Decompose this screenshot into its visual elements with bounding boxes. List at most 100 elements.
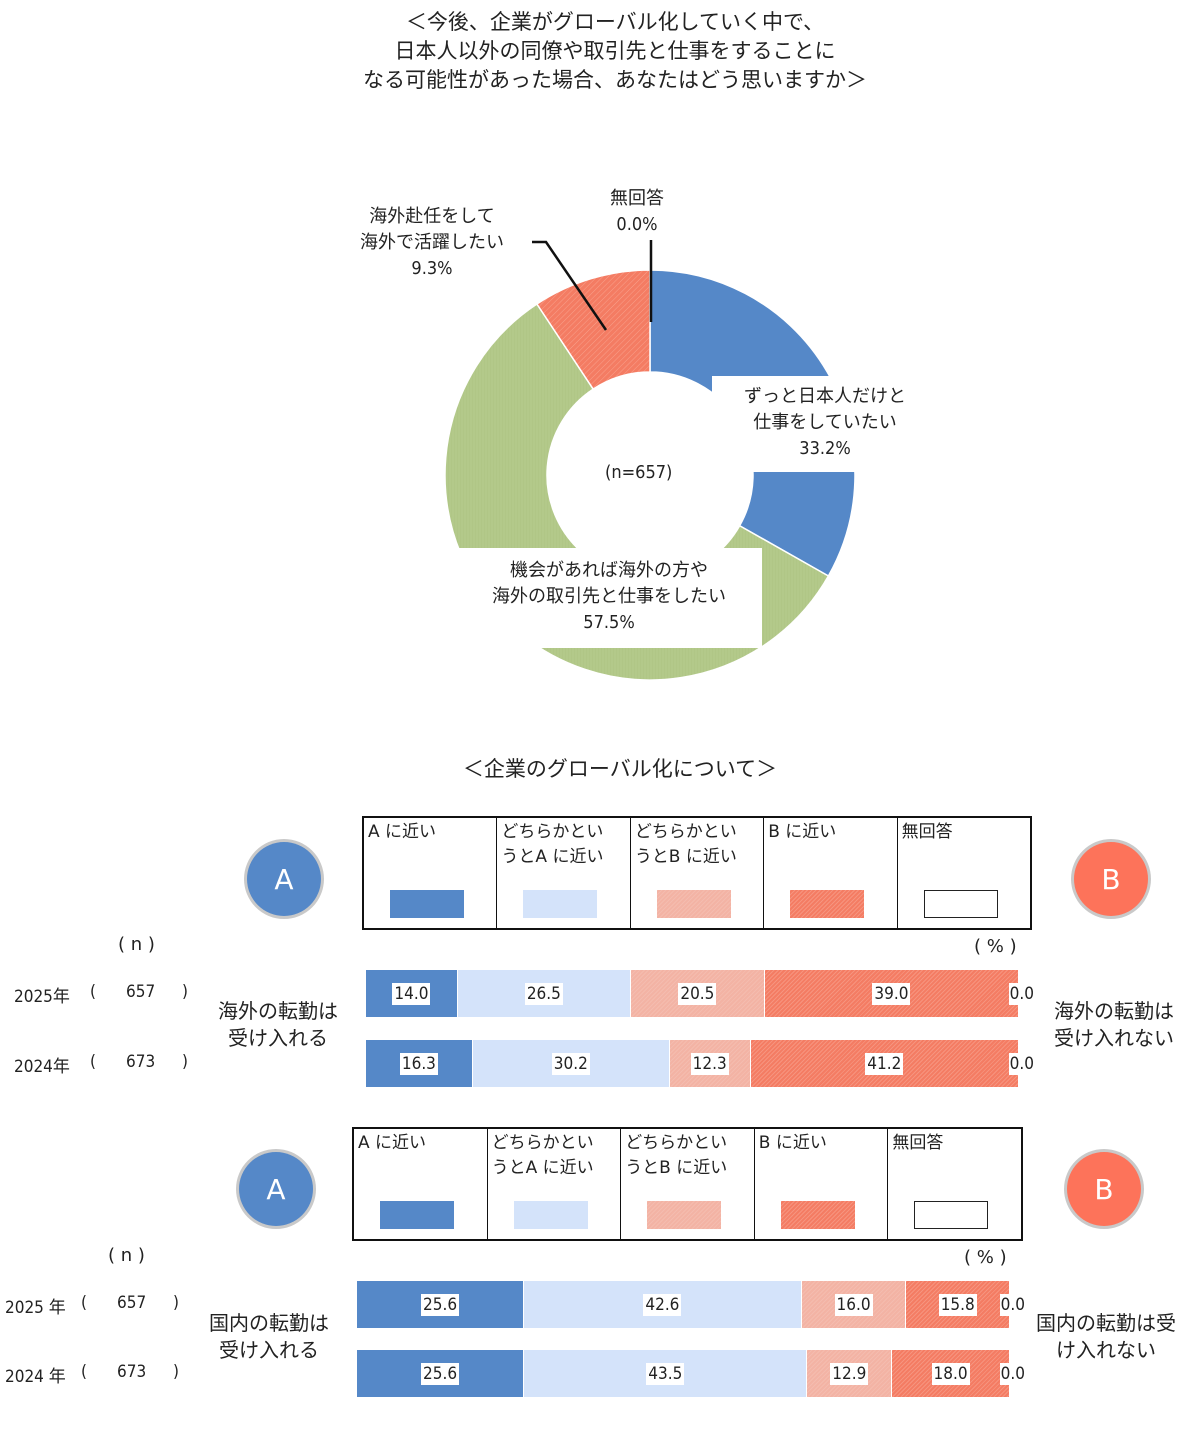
row-label-n: 657 <box>126 982 156 1002</box>
legend-label: どちらかとい <box>491 1133 594 1153</box>
label-text: 機会があれば海外の方や <box>510 560 708 581</box>
zero-value: 0.0 <box>1008 1052 1035 1075</box>
row-label-open: ( <box>81 1362 87 1382</box>
bar-segment: 12.9 <box>806 1350 892 1397</box>
zero-value: 0.0 <box>999 1362 1026 1385</box>
segment-value: 30.2 <box>551 1052 590 1075</box>
bar-segment: 26.5 <box>456 970 630 1017</box>
legend-label: どちらかとい <box>625 1133 728 1153</box>
no-answer-value: 0.0 <box>1008 970 1035 1017</box>
chart2-b-label: 国内の転勤は受 け入れない <box>1028 1310 1184 1364</box>
swatch-lean-b <box>656 890 731 918</box>
circle-a: A <box>247 842 321 916</box>
side-text: 受け入れる <box>219 1338 319 1362</box>
n-label-2: ( n ) <box>108 1245 145 1266</box>
segment-value: 39.0 <box>872 982 911 1005</box>
leader-lines <box>532 240 653 331</box>
bar-segment: 15.8 <box>905 1281 1009 1328</box>
bar-segment: 41.2 <box>749 1040 1018 1087</box>
segment-value: 12.9 <box>830 1362 869 1385</box>
bar-segment: 20.5 <box>629 970 764 1017</box>
legend-label: うとA に近い <box>501 847 604 867</box>
bar-segment: 43.5 <box>523 1350 807 1397</box>
legend-lean-a: どちらかというとA に近い <box>488 1129 622 1239</box>
pct-label: ( % ) <box>974 936 1017 957</box>
label-value: 0.0% <box>616 214 658 235</box>
label-value: 33.2% <box>799 438 851 459</box>
stacked-bar: 25.6 43.5 12.9 18.0 0.0 <box>357 1350 1026 1397</box>
bar-segment: 42.6 <box>523 1281 801 1328</box>
row-label-close: ) <box>173 1293 179 1313</box>
circle-a-2: A <box>239 1152 313 1226</box>
swatch-a-close <box>390 890 464 918</box>
label-no-answer: 無回答 0.0% <box>610 186 664 238</box>
legend-label: うとB に近い <box>625 1158 728 1178</box>
chart1-b-label: 海外の転勤は 受け入れない <box>1044 998 1184 1052</box>
swatch-b-close <box>790 890 865 918</box>
label-text: 無回答 <box>610 188 664 209</box>
legend-label: A に近い <box>358 1133 427 1153</box>
side-text: 国内の転勤は受 <box>1036 1311 1176 1335</box>
stacked-bar: 14.0 26.5 20.5 39.0 0.0 <box>366 970 1035 1017</box>
stacked-bar: 25.6 42.6 16.0 15.8 0.0 <box>357 1281 1026 1328</box>
title-line-3: なる可能性があった場合、あなたはどう思いますか＞ <box>363 68 867 92</box>
row-label-close: ) <box>173 1362 179 1382</box>
segment-value: 16.3 <box>399 1052 438 1075</box>
legend-no-answer: 無回答 <box>898 818 1030 928</box>
title-line-2: 日本人以外の同僚や取引先と仕事をすることに <box>394 39 836 63</box>
swatch-a-close <box>380 1201 454 1229</box>
legend-2: A に近い どちらかというとA に近い どちらかというとB に近い B に近い … <box>352 1127 1023 1241</box>
bar-segment: 16.0 <box>800 1281 906 1328</box>
label-text: 仕事をしていたい <box>753 412 897 433</box>
n-label: ( n ) <box>118 934 155 955</box>
side-text: 海外の転勤は <box>1054 999 1174 1023</box>
legend-label: B に近い <box>768 822 837 842</box>
segment-value: 25.6 <box>421 1362 460 1385</box>
section-title: ＜企業のグローバル化について＞ <box>462 757 778 781</box>
row-label-year: 2025年 <box>14 987 70 1007</box>
chart2-a-label: 国内の転勤は 受け入れる <box>200 1310 338 1364</box>
bar-segment: 30.2 <box>471 1040 669 1087</box>
legend-label: 無回答 <box>892 1133 944 1153</box>
circle-b: B <box>1074 842 1148 916</box>
row-label-n: 673 <box>126 1052 156 1072</box>
side-text: 国内の転勤は <box>209 1311 329 1335</box>
row-label-open: ( <box>90 1052 96 1072</box>
row-label-close: ) <box>182 982 188 1002</box>
label-value: 57.5% <box>583 612 635 633</box>
label-abroad: 海外赴任をして 海外で活躍したい 9.3% <box>360 204 504 282</box>
label-value: 9.3% <box>411 258 453 279</box>
segment-value: 26.5 <box>524 982 563 1005</box>
pct-label-2: ( % ) <box>964 1247 1007 1268</box>
no-answer-value: 0.0 <box>999 1281 1026 1328</box>
label-text: ずっと日本人だけと <box>744 386 906 407</box>
legend-label: うとA に近い <box>491 1158 594 1178</box>
side-text: け入れない <box>1056 1338 1156 1362</box>
segment-value: 25.6 <box>421 1293 460 1316</box>
legend-label: どちらかとい <box>634 822 737 842</box>
segment-value: 15.8 <box>938 1293 977 1316</box>
bar-segment: 39.0 <box>763 970 1018 1017</box>
segment-value: 42.6 <box>643 1293 682 1316</box>
swatch-lean-a <box>513 1201 588 1229</box>
bar-segment: 25.6 <box>357 1350 524 1397</box>
segment-value: 43.5 <box>646 1362 685 1385</box>
bar-segment: 14.0 <box>366 970 457 1017</box>
side-text: 受け入れない <box>1054 1026 1174 1050</box>
legend-lean-b: どちらかというとB に近い <box>621 1129 755 1239</box>
no-answer-value: 0.0 <box>1008 1040 1035 1087</box>
legend-label: A に近い <box>368 822 437 842</box>
swatch-lean-a <box>523 890 598 918</box>
legend-lean-b: どちらかというとB に近い <box>631 818 765 928</box>
legend-b-close: B に近い <box>764 818 898 928</box>
row-label-n: 657 <box>117 1293 147 1313</box>
segment-value: 18.0 <box>931 1362 970 1385</box>
bar-segment: 16.3 <box>366 1040 472 1087</box>
legend-1: A に近い どちらかというとA に近い どちらかというとB に近い B に近い … <box>362 816 1032 930</box>
legend-lean-a: どちらかというとA に近い <box>497 818 631 928</box>
row-label-close: ) <box>182 1052 188 1072</box>
swatch-lean-b <box>647 1201 722 1229</box>
label-japanese-only: ずっと日本人だけと 仕事をしていたい 33.2% <box>712 376 938 472</box>
legend-a-close: A に近い <box>354 1129 488 1239</box>
bar-segment: 18.0 <box>891 1350 1009 1397</box>
